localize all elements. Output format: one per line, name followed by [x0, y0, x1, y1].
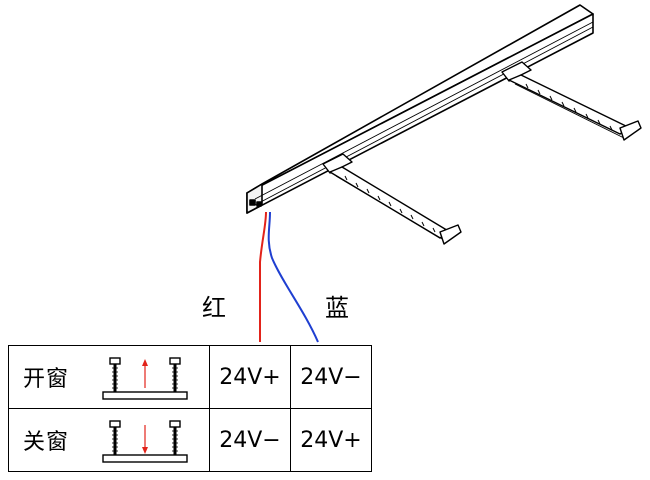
red-terminal-voltage: 24V−: [209, 408, 291, 472]
mode-label: 关窗: [23, 430, 70, 455]
bracket-arm-icon: [322, 61, 642, 245]
blue-wire: [267, 211, 319, 343]
table-row: 开窗 24V+ 24V−: [8, 345, 372, 409]
table-row: 关窗 24V− 24V+: [8, 408, 372, 472]
mode-label: 开窗: [23, 367, 70, 392]
blue-wire-label: 蓝: [325, 294, 349, 322]
direction-arrow-icon: [142, 425, 148, 454]
red-wire-label: 红: [202, 294, 226, 322]
mode-cell: 开窗: [8, 345, 210, 409]
wiring-table: 开窗 24V+ 24V−: [8, 345, 372, 472]
mode-cell: 关窗: [8, 408, 210, 472]
screw-post-icon: [102, 357, 188, 400]
blue-terminal-voltage: 24V−: [290, 345, 372, 409]
red-terminal-voltage: 24V+: [209, 345, 291, 409]
blue-terminal-voltage: 24V+: [290, 408, 372, 472]
screw-post-icon: [102, 420, 188, 463]
direction-arrow-icon: [142, 359, 148, 388]
chain-actuator-icon: [246, 4, 594, 214]
red-wire: [259, 211, 267, 342]
